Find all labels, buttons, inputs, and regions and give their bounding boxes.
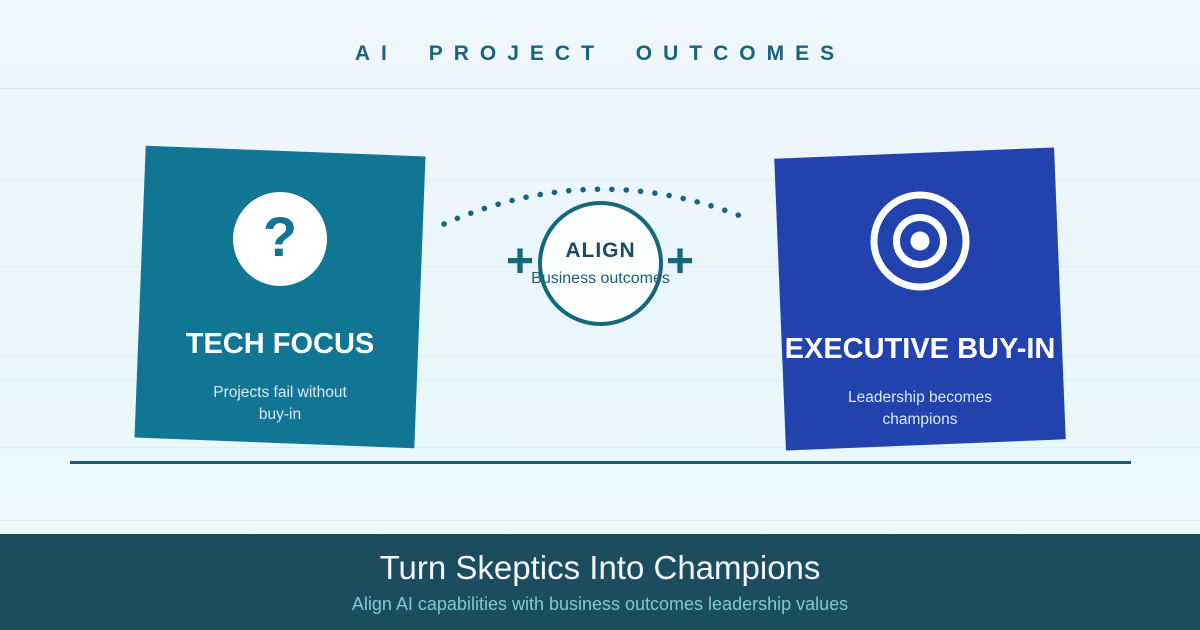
- divider-line: [0, 380, 1200, 381]
- divider-line: [0, 180, 1200, 181]
- executive-buyin-subtitle: Leadership becomes champions: [848, 387, 992, 431]
- footer-banner: Turn Skeptics Into Champions Align AI ca…: [0, 534, 1200, 630]
- align-label: ALIGN: [565, 239, 636, 262]
- question-icon-circle: ?: [233, 192, 327, 286]
- divider-line: [0, 355, 1200, 356]
- footer-title: Turn Skeptics Into Champions: [379, 549, 821, 586]
- divider-line: [0, 520, 1200, 521]
- dotted-arc: [441, 186, 751, 227]
- executive-buyin-title: EXECUTIVE BUY-IN: [784, 333, 1056, 365]
- footer-subtitle: Align AI capabilities with business outc…: [351, 593, 849, 614]
- plus-icon-right: +: [665, 235, 695, 288]
- question-mark-icon: ?: [262, 205, 298, 268]
- tech-focus-title: TECH FOCUS: [185, 328, 375, 360]
- divider-line: [0, 88, 1200, 89]
- divider-line: [0, 447, 1200, 448]
- align-circle: ALIGN Business outcomes: [531, 201, 670, 326]
- target-icon: [870, 191, 970, 291]
- tech-focus-subtitle-line1: Projects fail without: [213, 384, 347, 401]
- executive-buyin-subtitle-line2: champions: [882, 411, 958, 428]
- page-title: AI PROJECT OUTCOMES: [354, 42, 846, 65]
- tech-focus-card: ? TECH FOCUS Projects fail without buy-i…: [134, 145, 426, 449]
- tech-focus-subtitle: Projects fail without buy-in: [213, 382, 347, 426]
- section-divider: [70, 461, 1131, 464]
- align-sublabel: Business outcomes: [531, 270, 670, 287]
- executive-buyin-subtitle-line1: Leadership becomes: [848, 389, 992, 406]
- executive-buyin-card: EXECUTIVE BUY-IN Leadership becomes cham…: [774, 147, 1066, 451]
- tech-focus-subtitle-line2: buy-in: [258, 406, 302, 423]
- plus-icon-left: +: [505, 235, 535, 288]
